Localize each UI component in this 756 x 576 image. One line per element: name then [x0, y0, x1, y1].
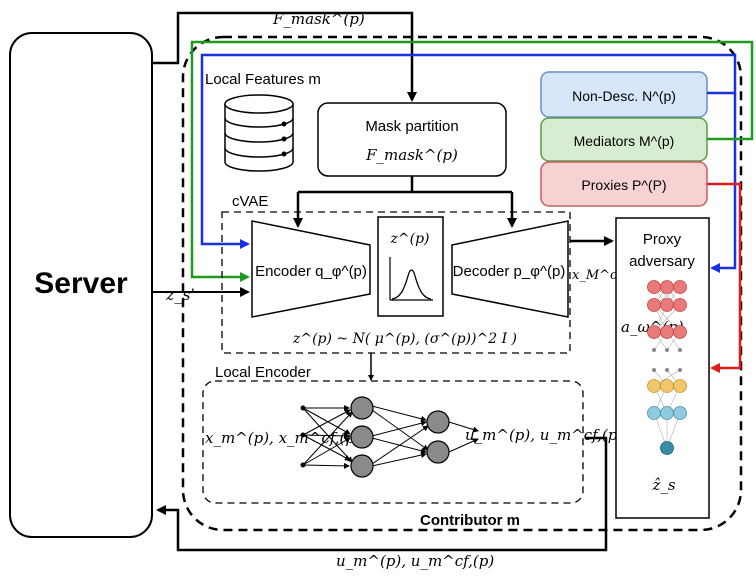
latent-block: z^(p): [377, 216, 444, 317]
cvae-region: [221, 211, 571, 354]
server-block: Server: [9, 32, 153, 538]
upload-edge: u_m^(p), u_m^cf,(p): [156, 436, 608, 570]
adversary-network-upper-icon: [647, 280, 687, 352]
contributor-label: Contributor m: [420, 512, 520, 529]
mediators-route: [190, 40, 754, 282]
local-encoder-network: [300, 396, 479, 478]
local-encoder-label: Local Encoder: [215, 364, 311, 381]
encoder-label: Encoder q_φ^(p): [255, 263, 367, 280]
proxies-route: [707, 182, 742, 373]
mask-branch-edges: [293, 176, 517, 228]
database-icon: [224, 94, 294, 172]
sensitive-input-edge: z_s': [152, 285, 250, 304]
local-encoder-outputs: u_m^(p), u_m^cf,(p): [465, 426, 623, 444]
local-encoder-region: [202, 380, 584, 504]
mask-partition-title: Mask partition: [365, 118, 458, 135]
proxy-adversary-block: Proxy adversary a_ω^(p) ẑ_s: [615, 217, 710, 519]
adversary-network-lower-icon: [647, 368, 687, 455]
nondesc-route: [200, 53, 737, 273]
z-s-prime-label: z_s': [165, 285, 195, 304]
latent-distribution: z^(p) ~ N( μ^(p), (σ^(p))^2 I ): [292, 331, 517, 347]
decoder-label: Decoder p_φ^(p): [453, 263, 566, 280]
attribute-proxies-label: Proxies P^(P): [581, 177, 666, 193]
local-features-label: Local Features m: [205, 71, 321, 88]
proxy-adversary-title-1: Proxy: [643, 231, 682, 248]
local-encoder-inputs: x_m^(p), x_m^cf,(p): [205, 429, 361, 447]
decoder-block: Decoder p_φ^(p): [451, 220, 569, 318]
mask-partition-symbol: F_mask^(p): [365, 146, 458, 164]
latent-label: z^(p): [390, 231, 430, 247]
edge-label-mask: F_mask^(p): [272, 10, 365, 28]
attribute-mediators: Mediators M^(p): [540, 117, 708, 162]
attribute-nondesc: Non-Desc. N^(p): [540, 71, 708, 118]
attribute-proxies: Proxies P^(P): [540, 161, 708, 207]
attribute-nondesc-label: Non-Desc. N^(p): [572, 88, 676, 104]
proxy-adversary-title-2: adversary: [629, 253, 695, 270]
cvae-label: cVAE: [232, 193, 268, 210]
adversary-output-label: ẑ_s: [651, 476, 675, 494]
contributor-boundary: [181, 35, 743, 532]
edge-label-upload: u_m^(p), u_m^cf,(p): [336, 552, 494, 570]
attribute-mediators-label: Mediators M^(p): [574, 133, 675, 149]
gaussian-curve-icon: [389, 257, 433, 301]
server-label: Server: [34, 267, 128, 300]
mask-partition-block: Mask partition F_mask^(p): [317, 102, 507, 177]
encoder-block: Encoder q_φ^(p): [251, 220, 371, 318]
